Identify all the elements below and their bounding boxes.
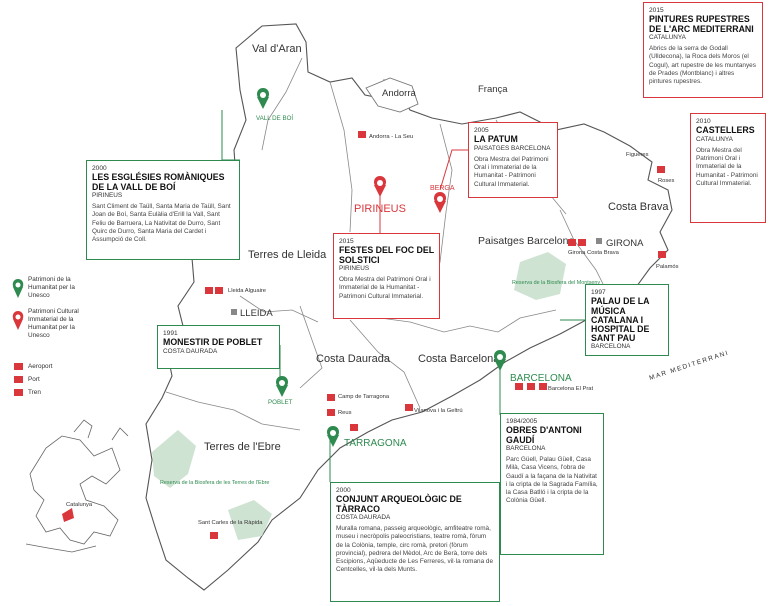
box-subtitle: BARCELONA — [591, 343, 631, 351]
unesco-pin-poblet — [276, 376, 288, 397]
box-description: Parc Güell, Palau Güell, Casa Milà, Casa… — [506, 456, 598, 505]
box-year: 2000 — [92, 165, 107, 172]
box-subtitle: PIRINEUS — [92, 191, 123, 199]
city-berga: BERGA — [430, 185, 455, 192]
ebre-reserve — [152, 430, 196, 488]
box-description: Obra Mestra del Patrimoni Oral i Immater… — [474, 156, 549, 188]
box-title: MONESTIR DE POBLET — [163, 337, 263, 348]
region-terres-lleida: Terres de Lleida — [248, 249, 327, 261]
legend-immaterial: Patrimoni Cultural Immaterial de la Huma… — [28, 308, 79, 339]
info-box-castellers: 2010 CASTELLERS CATALUNYA Obra Mestra de… — [690, 113, 766, 223]
info-box-tarraco: 2000 CONJUNT ARQUEOLÒGIC DE TÀRRACO COST… — [330, 482, 500, 602]
box-year: 1997 — [591, 289, 606, 296]
label-sant-carles: Sant Carles de la Ràpida — [198, 520, 263, 526]
box-description: Obra Mestra del Patrimoni Oral i Immater… — [339, 276, 431, 300]
region-costa-barcelona: Costa Barcelona — [418, 353, 500, 365]
info-box-festes: 2015 FESTES DEL FOC DEL SOLSTICI PIRINEU… — [333, 233, 440, 319]
city-girona: GIRONA — [606, 238, 644, 249]
label-barcelona-prat: Barcelona El Prat — [548, 386, 593, 392]
box-title: LES ESGLÉSIES ROMÀNIQUES DE LA VALL DE B… — [92, 172, 225, 192]
info-box-patum: 2005 LA PATUM PAISATGES BARCELONA Obra M… — [468, 122, 558, 198]
box-subtitle: PAISATGES BARCELONA — [474, 144, 551, 152]
box-year: 2015 — [649, 7, 664, 14]
transport-icons — [205, 131, 666, 539]
legend-port: Port — [28, 376, 40, 383]
info-box-pintures: 2015 PINTURES RUPESTRES DE L'ARC MEDITER… — [643, 2, 763, 98]
city-lleida: LLEIDA — [240, 308, 273, 319]
immaterial-pin-pirineus — [374, 176, 386, 197]
andorra-outline — [365, 77, 419, 113]
box-title: OBRES D'ANTONI GAUDÍ — [506, 425, 582, 445]
girona-marker — [596, 238, 602, 244]
region-val-daran: Val d'Aran — [252, 43, 302, 55]
label-roses: Roses — [658, 178, 675, 184]
box-title: FESTES DEL FOC DEL SOLSTICI — [339, 245, 434, 265]
region-franca: França — [478, 84, 508, 95]
box-year: 1991 — [163, 330, 178, 337]
region-terres-ebre: Terres de l'Ebre — [204, 441, 281, 453]
region-andorra: Andorra — [382, 88, 417, 99]
info-box-esglesies: 2000 LES ESGLÉSIES ROMÀNIQUES DE LA VALL… — [86, 160, 240, 260]
inset-label: Catalunya — [66, 502, 93, 508]
box-year: 2010 — [696, 118, 711, 125]
transport-labels: Andorra - La Seu Figueres Roses Girona C… — [66, 134, 679, 526]
box-title: CASTELLERS — [696, 125, 755, 136]
label-lleida-alguaire: Lleida Alguaire — [228, 288, 266, 294]
box-subtitle: BARCELONA — [506, 444, 546, 452]
city-barcelona: BARCELONA — [510, 373, 572, 384]
box-description: Muralla romana, passeig arqueològic, amf… — [336, 525, 494, 574]
box-title: LA PATUM — [474, 134, 518, 145]
legend-airport: Aeroport — [28, 363, 53, 370]
box-subtitle: COSTA DAURADA — [336, 513, 391, 521]
lleida-marker — [231, 309, 237, 315]
inset-catalonia-marker — [62, 508, 74, 522]
legend-icons — [12, 279, 24, 396]
box-subtitle: COSTA DAURADA — [163, 347, 218, 355]
unesco-pin-barcelona — [494, 350, 506, 371]
region-costa-daurada: Costa Daurada — [316, 353, 391, 365]
label-andorra-seu: Andorra - La Seu — [369, 134, 413, 140]
box-title: CONJUNT ARQUEOLÒGIC DE TÀRRACO — [336, 494, 462, 514]
unesco-pin-tarragona — [327, 426, 339, 447]
immaterial-pin-berga — [434, 192, 446, 213]
box-year: 2000 — [336, 487, 351, 494]
box-subtitle: CATALUNYA — [696, 135, 733, 143]
region-paisatges-barcelona: Paisatges Barcelona — [478, 235, 574, 247]
box-year: 2015 — [339, 238, 354, 245]
box-title: PINTURES RUPESTRES DE L'ARC MEDITERRANI — [649, 14, 754, 34]
europe-inset — [25, 419, 129, 553]
legend-unesco: Patrimoni de la Humanitat per la Unesco — [28, 276, 75, 299]
label-figueres: Figueres — [626, 152, 649, 158]
label-ebre-reserve: Reserva de la Biosfera de les Terres de … — [160, 480, 269, 486]
info-box-gaudi: 1984/2005 OBRES D'ANTONI GAUDÍ BARCELONA… — [500, 413, 604, 555]
box-year: 2005 — [474, 127, 489, 134]
label-reus: Reus — [338, 410, 352, 416]
box-subtitle: CATALUNYA — [649, 33, 686, 41]
box-description: Sant Climent de Taüll, Santa Maria de Ta… — [92, 203, 231, 244]
ebre-reserve-delta — [228, 500, 272, 540]
box-description: Obra Mestra del Patrimoni Oral i Immater… — [696, 147, 758, 187]
box-year: 1984/2005 — [506, 418, 538, 425]
city-tarragona: TARRAGONA — [344, 438, 407, 449]
legend-train: Tren — [28, 389, 41, 396]
unesco-pin-vall-boi — [257, 88, 269, 109]
label-vilanova: Vilanova i la Geltrú — [414, 408, 463, 414]
info-box-poblet: 1991 MONESTIR DE POBLET COSTA DAURADA — [157, 325, 280, 369]
city-poblet: POBLET — [268, 399, 293, 406]
region-costa-brava: Costa Brava — [608, 201, 669, 213]
box-description: Abrics de la serra de Godall (Ulldecona)… — [649, 45, 756, 86]
label-camp-tarragona: Camp de Tarragona — [338, 394, 390, 400]
label-palamos: Palamós — [656, 264, 679, 270]
info-box-palau: 1997 PALAU DE LA MÚSICA CATALANA I HOSPI… — [585, 284, 669, 356]
label-girona-cb: Girona Costa Brava — [568, 250, 620, 256]
label-montseny: Reserva de la Biosfera del Montseny — [512, 280, 600, 286]
box-subtitle: PIRINEUS — [339, 264, 370, 272]
region-pirineus: PIRINEUS — [354, 203, 406, 215]
montseny-reserve — [514, 252, 566, 300]
city-vall-boi: VALL DE BOÍ — [256, 115, 293, 122]
box-title: PALAU DE LA MÚSICA CATALANA I HOSPITAL D… — [591, 296, 650, 344]
